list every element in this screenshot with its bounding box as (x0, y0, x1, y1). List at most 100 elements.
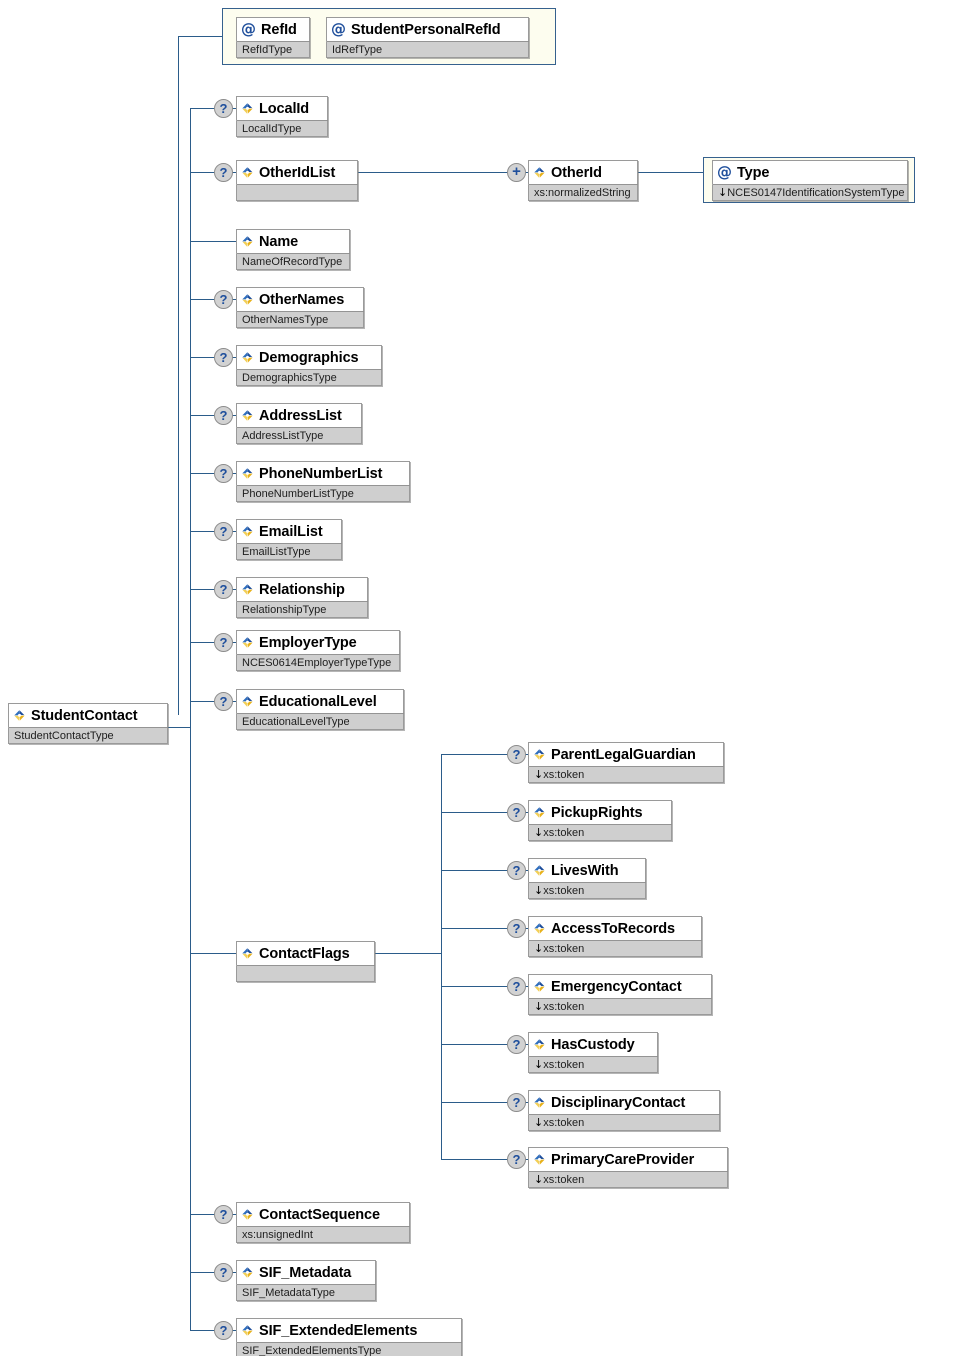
derivation-arrow-icon: ↓ (718, 186, 728, 199)
node-disciplinarycontact[interactable]: DisciplinaryContact ↓xs:token (528, 1090, 720, 1131)
optional-marker-sif_metadata[interactable]: ? (214, 1263, 233, 1282)
optional-marker-relationship[interactable]: ? (214, 580, 233, 599)
optional-marker-sif_extendedelements[interactable]: ? (214, 1321, 233, 1340)
derivation-arrow-icon: ↓ (534, 1116, 544, 1129)
node-otheridlist[interactable]: OtherIdList (236, 160, 358, 201)
node-primarycareprovider[interactable]: PrimaryCareProvider↓xs:token (528, 1147, 728, 1188)
optional-marker-demographics[interactable]: ? (214, 348, 233, 367)
node-type[interactable]: @Type↓NCES0147IdentificationSystemType (712, 160, 908, 201)
node-header: OtherIdList (236, 160, 358, 184)
optional-marker-primarycareprovider[interactable]: ? (507, 1150, 526, 1169)
node-type-label: EmailListType (242, 545, 311, 558)
element-stub-line (190, 589, 236, 590)
element-stub-line (190, 1330, 236, 1331)
node-name: Relationship (259, 581, 345, 598)
node-name: DisciplinaryContact (551, 1094, 686, 1111)
contactflags-child-stub (441, 754, 528, 755)
node-type-label: xs:token (543, 1116, 585, 1129)
node-type-label: xs:token (543, 1058, 585, 1071)
element-stub-line (190, 1272, 236, 1273)
node-header: HasCustody (528, 1032, 658, 1056)
optional-marker-accesstorecords[interactable]: ? (507, 919, 526, 938)
optional-marker-hascustody[interactable]: ? (507, 1035, 526, 1054)
attribute-icon: @ (331, 20, 346, 38)
derivation-arrow-icon: ↓ (534, 768, 544, 781)
optional-marker-employertype[interactable]: ? (214, 633, 233, 652)
element-icon (13, 709, 26, 722)
node-type: StudentContactType (8, 727, 168, 744)
contactflags-child-stub (441, 986, 528, 987)
element-icon (533, 806, 546, 819)
optional-marker-otheridlist[interactable]: ? (214, 163, 233, 182)
node-type: EmailListType (236, 543, 342, 560)
optional-marker-educationallevel[interactable]: ? (214, 692, 233, 711)
node-type: SIF_ExtendedElementsType (236, 1342, 462, 1356)
node-header: PhoneNumberList (236, 461, 410, 485)
node-type-label: AddressListType (242, 429, 324, 442)
node-contactflags[interactable]: ContactFlags (236, 941, 375, 982)
node-type-label: xs:unsignedInt (242, 1228, 313, 1241)
expand-marker-otherid[interactable]: + (507, 163, 526, 182)
element-icon (241, 351, 254, 364)
contactflags-stub-line (375, 953, 441, 954)
node-type-label: EducationalLevelType (242, 715, 350, 728)
optional-marker-emaillist[interactable]: ? (214, 522, 233, 541)
root-to-element-trunk (168, 727, 190, 728)
derivation-arrow-icon: ↓ (534, 1173, 544, 1186)
node-type: ↓xs:token (528, 824, 672, 841)
node-liveswith[interactable]: LivesWith↓xs:token (528, 858, 646, 899)
optional-marker-othernames[interactable]: ? (214, 290, 233, 309)
element-icon (533, 748, 546, 761)
optional-marker-parentlegalguardian[interactable]: ? (507, 745, 526, 764)
node-name: EducationalLevel (259, 693, 377, 710)
otheridlist-to-otherid-line (358, 172, 528, 173)
node-emergencycontact[interactable]: EmergencyContact↓xs:token (528, 974, 712, 1015)
element-stub-line (190, 108, 236, 109)
node-name: Demographics (259, 349, 359, 366)
optional-marker-contactsequence[interactable]: ? (214, 1205, 233, 1224)
optional-marker-liveswith[interactable]: ? (507, 861, 526, 880)
optional-marker-pickuprights[interactable]: ? (507, 803, 526, 822)
node-name: EmergencyContact (551, 978, 682, 995)
node-type-label: xs:token (543, 826, 585, 839)
element-stub-line (190, 531, 236, 532)
optional-marker-localid[interactable]: ? (214, 99, 233, 118)
node-type-label: LocalIdType (242, 122, 302, 135)
node-name: Name (259, 233, 299, 250)
optional-marker-phonenumberlist[interactable]: ? (214, 464, 233, 483)
element-trunk-line (190, 108, 191, 1330)
node-type-label: PhoneNumberListType (242, 487, 354, 500)
node-type: xs:unsignedInt (236, 1226, 410, 1243)
node-hascustody[interactable]: HasCustody↓xs:token (528, 1032, 658, 1073)
attribute-trunk-line (178, 36, 179, 715)
node-header: EmployerType (236, 630, 400, 654)
optional-marker-addresslist[interactable]: ? (214, 406, 233, 425)
element-stub-line (190, 299, 236, 300)
node-pickuprights[interactable]: PickupRights↓xs:token (528, 800, 672, 841)
optional-marker-disciplinarycontact[interactable]: ? (507, 1093, 526, 1112)
node-parentlegalguardian[interactable]: ParentLegalGuardian↓xs:token (528, 742, 724, 783)
derivation-arrow-icon: ↓ (534, 826, 544, 839)
node-type: IdRefType (326, 41, 529, 58)
element-icon (241, 583, 254, 596)
optional-marker-emergencycontact[interactable]: ? (507, 977, 526, 996)
element-stub-line (190, 1214, 236, 1215)
node-accesstorecords[interactable]: AccessToRecords↓xs:token (528, 916, 702, 957)
